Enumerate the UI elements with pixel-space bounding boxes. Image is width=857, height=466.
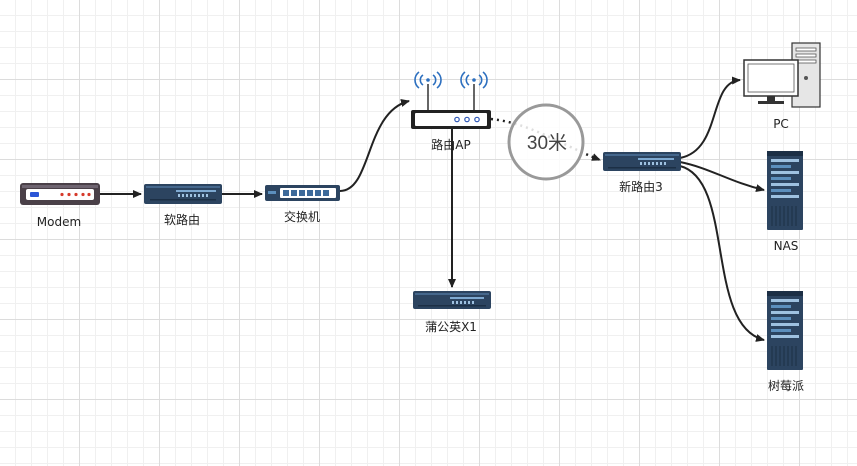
pugongying-node[interactable]: 蒲公英X1: [413, 291, 491, 334]
raspberry-icon: [767, 291, 803, 370]
pugongying-icon: [413, 291, 491, 309]
edge-switch-router-ap: [339, 99, 410, 192]
wifi-antenna-icon: [414, 71, 488, 110]
pc-node[interactable]: PC: [743, 42, 821, 131]
new-router-node[interactable]: 新路由3: [603, 152, 681, 194]
switch-node[interactable]: 交换机: [265, 185, 340, 224]
edge-router-ap-new-router-wireless: [490, 117, 601, 162]
modem-icon: [20, 183, 100, 205]
router-ap-label: 路由AP: [431, 137, 470, 152]
nas-icon: [767, 151, 803, 230]
new-router-label: 新路由3: [619, 179, 663, 194]
edge-new-router-pc: [679, 76, 741, 159]
router-ap-node[interactable]: 路由AP: [411, 71, 491, 152]
distance-ring: [507, 103, 585, 181]
new-router-icon: [603, 152, 681, 171]
soft-router-node[interactable]: 软路由: [144, 184, 222, 227]
distance-label: 30米: [527, 132, 567, 154]
router-ap-icon: [411, 71, 491, 129]
nas-label: NAS: [774, 239, 799, 253]
edges: [100, 76, 765, 342]
raspberry-label: 树莓派: [768, 378, 804, 393]
edge-new-router-nas: [679, 161, 765, 193]
soft-router-label: 软路由: [164, 212, 200, 227]
distance-callout: 30米: [507, 103, 585, 181]
pc-icon: [743, 42, 821, 108]
raspberry-node[interactable]: 树莓派: [767, 291, 804, 393]
modem-node[interactable]: Modem: [20, 183, 100, 229]
nas-node[interactable]: NAS: [767, 151, 803, 253]
soft-router-icon: [144, 184, 222, 204]
switch-icon: [265, 185, 340, 201]
switch-label: 交换机: [284, 209, 320, 224]
modem-label: Modem: [37, 215, 81, 229]
pc-label: PC: [773, 117, 789, 131]
edge-new-router-raspberry: [679, 165, 765, 342]
pugongying-label: 蒲公英X1: [425, 320, 477, 334]
